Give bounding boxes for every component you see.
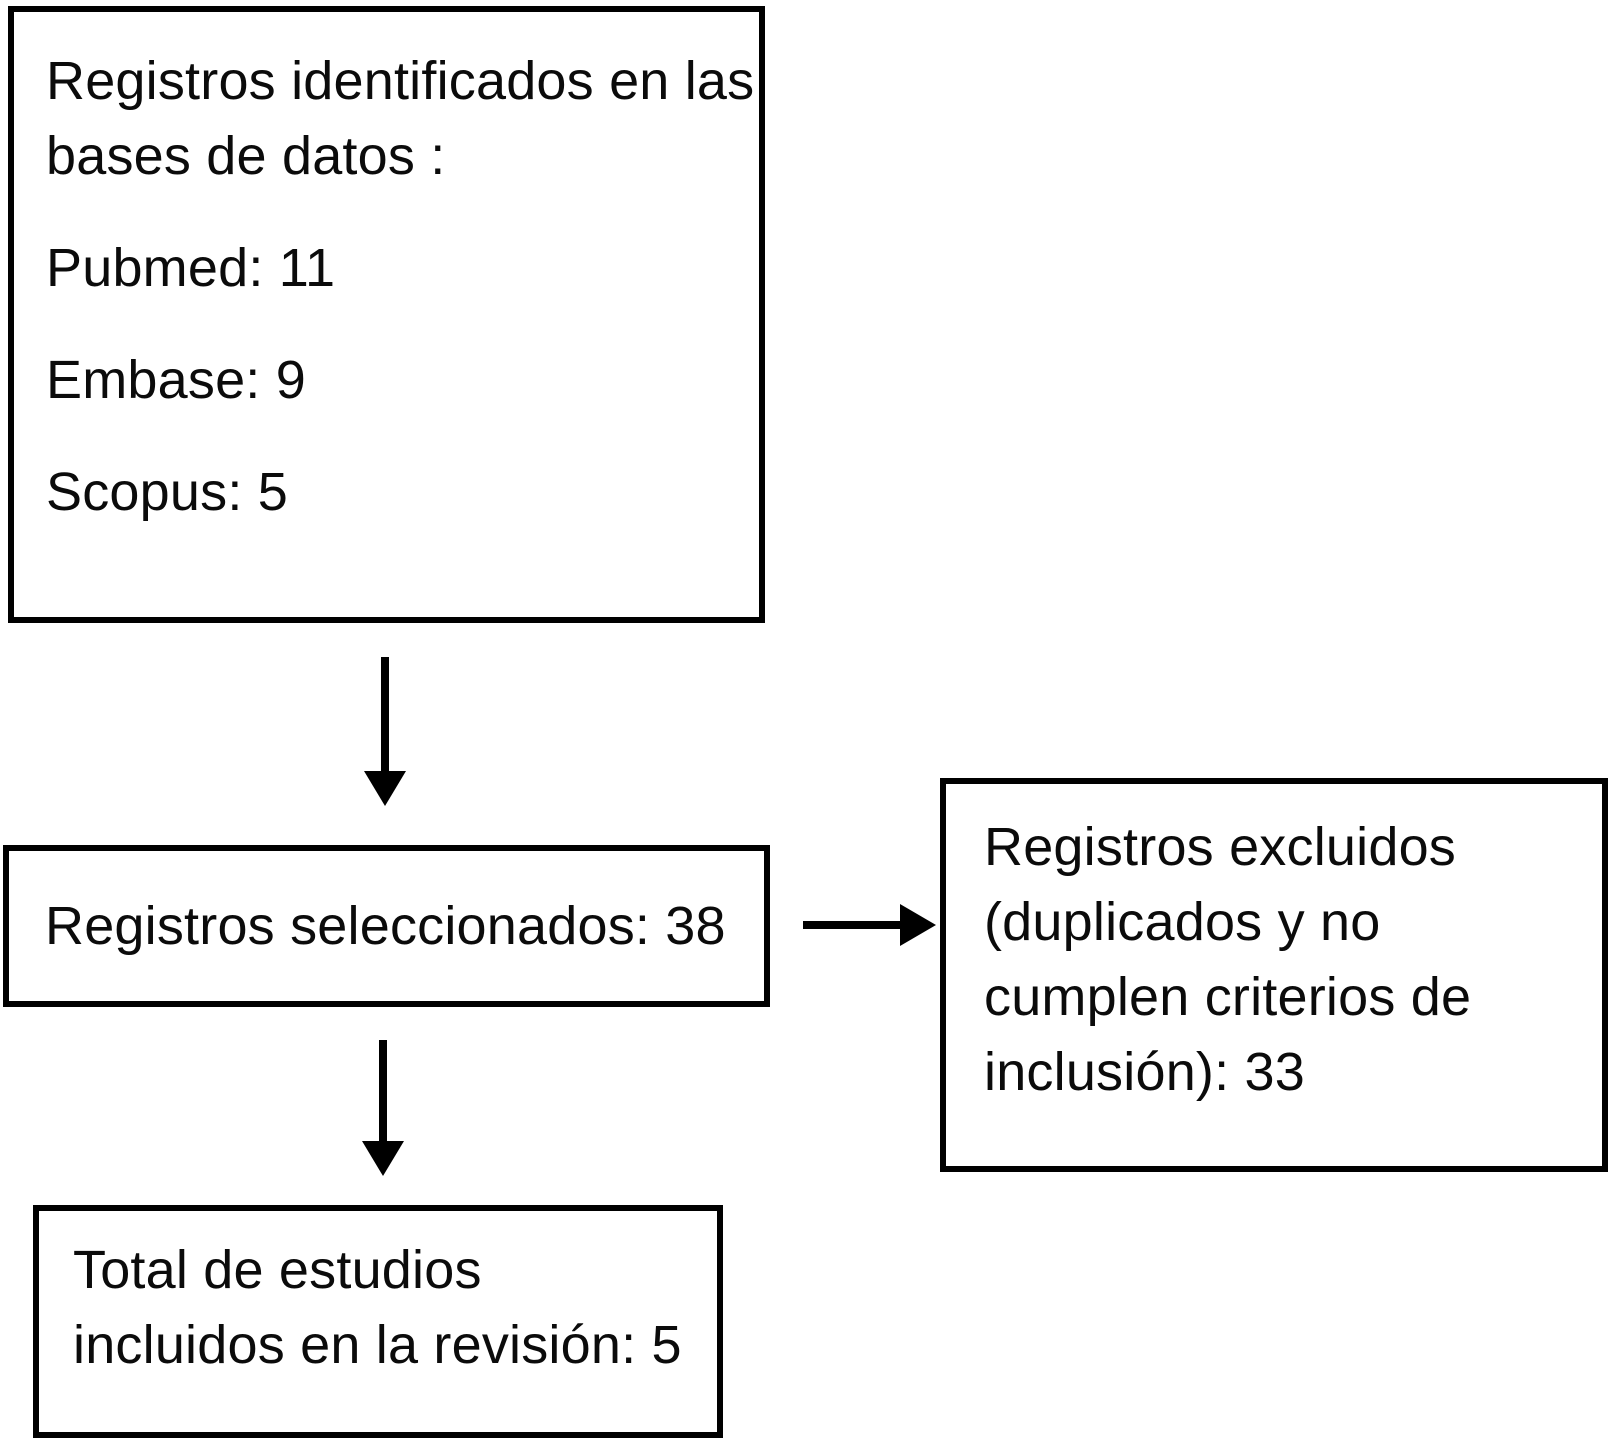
arrow-selected-to-excluded-icon	[803, 904, 936, 946]
box-records-selected: Registros seleccionados: 38	[3, 845, 770, 1007]
box-total-included: Total de estudios incluidos en la revisi…	[33, 1205, 723, 1438]
box-records-identified: Registros identificados en las bases de …	[8, 6, 765, 623]
identified-source-embase: Embase: 9	[46, 350, 306, 410]
arrow-identified-to-selected-icon	[364, 657, 406, 806]
arrow-selected-to-included-icon	[362, 1040, 404, 1176]
excluded-line-3: cumplen criterios de	[984, 967, 1472, 1027]
excluded-line-2: (duplicados y no	[984, 892, 1381, 952]
included-line-1: Total de estudios	[73, 1240, 482, 1300]
excluded-line-1: Registros excluidos	[984, 817, 1457, 877]
selected-label: Registros seleccionados: 38	[45, 895, 726, 956]
identified-source-pubmed: Pubmed: 11	[46, 238, 336, 298]
identified-title-line-2: bases de datos :	[46, 126, 446, 186]
included-line-2: incluidos en la revisión: 5	[73, 1315, 682, 1375]
identified-title-line-1: Registros identificados en las	[46, 51, 755, 111]
box-records-excluded: Registros excluidos (duplicados y no cum…	[940, 778, 1608, 1172]
excluded-line-4: inclusión): 33	[984, 1042, 1305, 1102]
identified-source-scopus: Scopus: 5	[46, 462, 288, 522]
